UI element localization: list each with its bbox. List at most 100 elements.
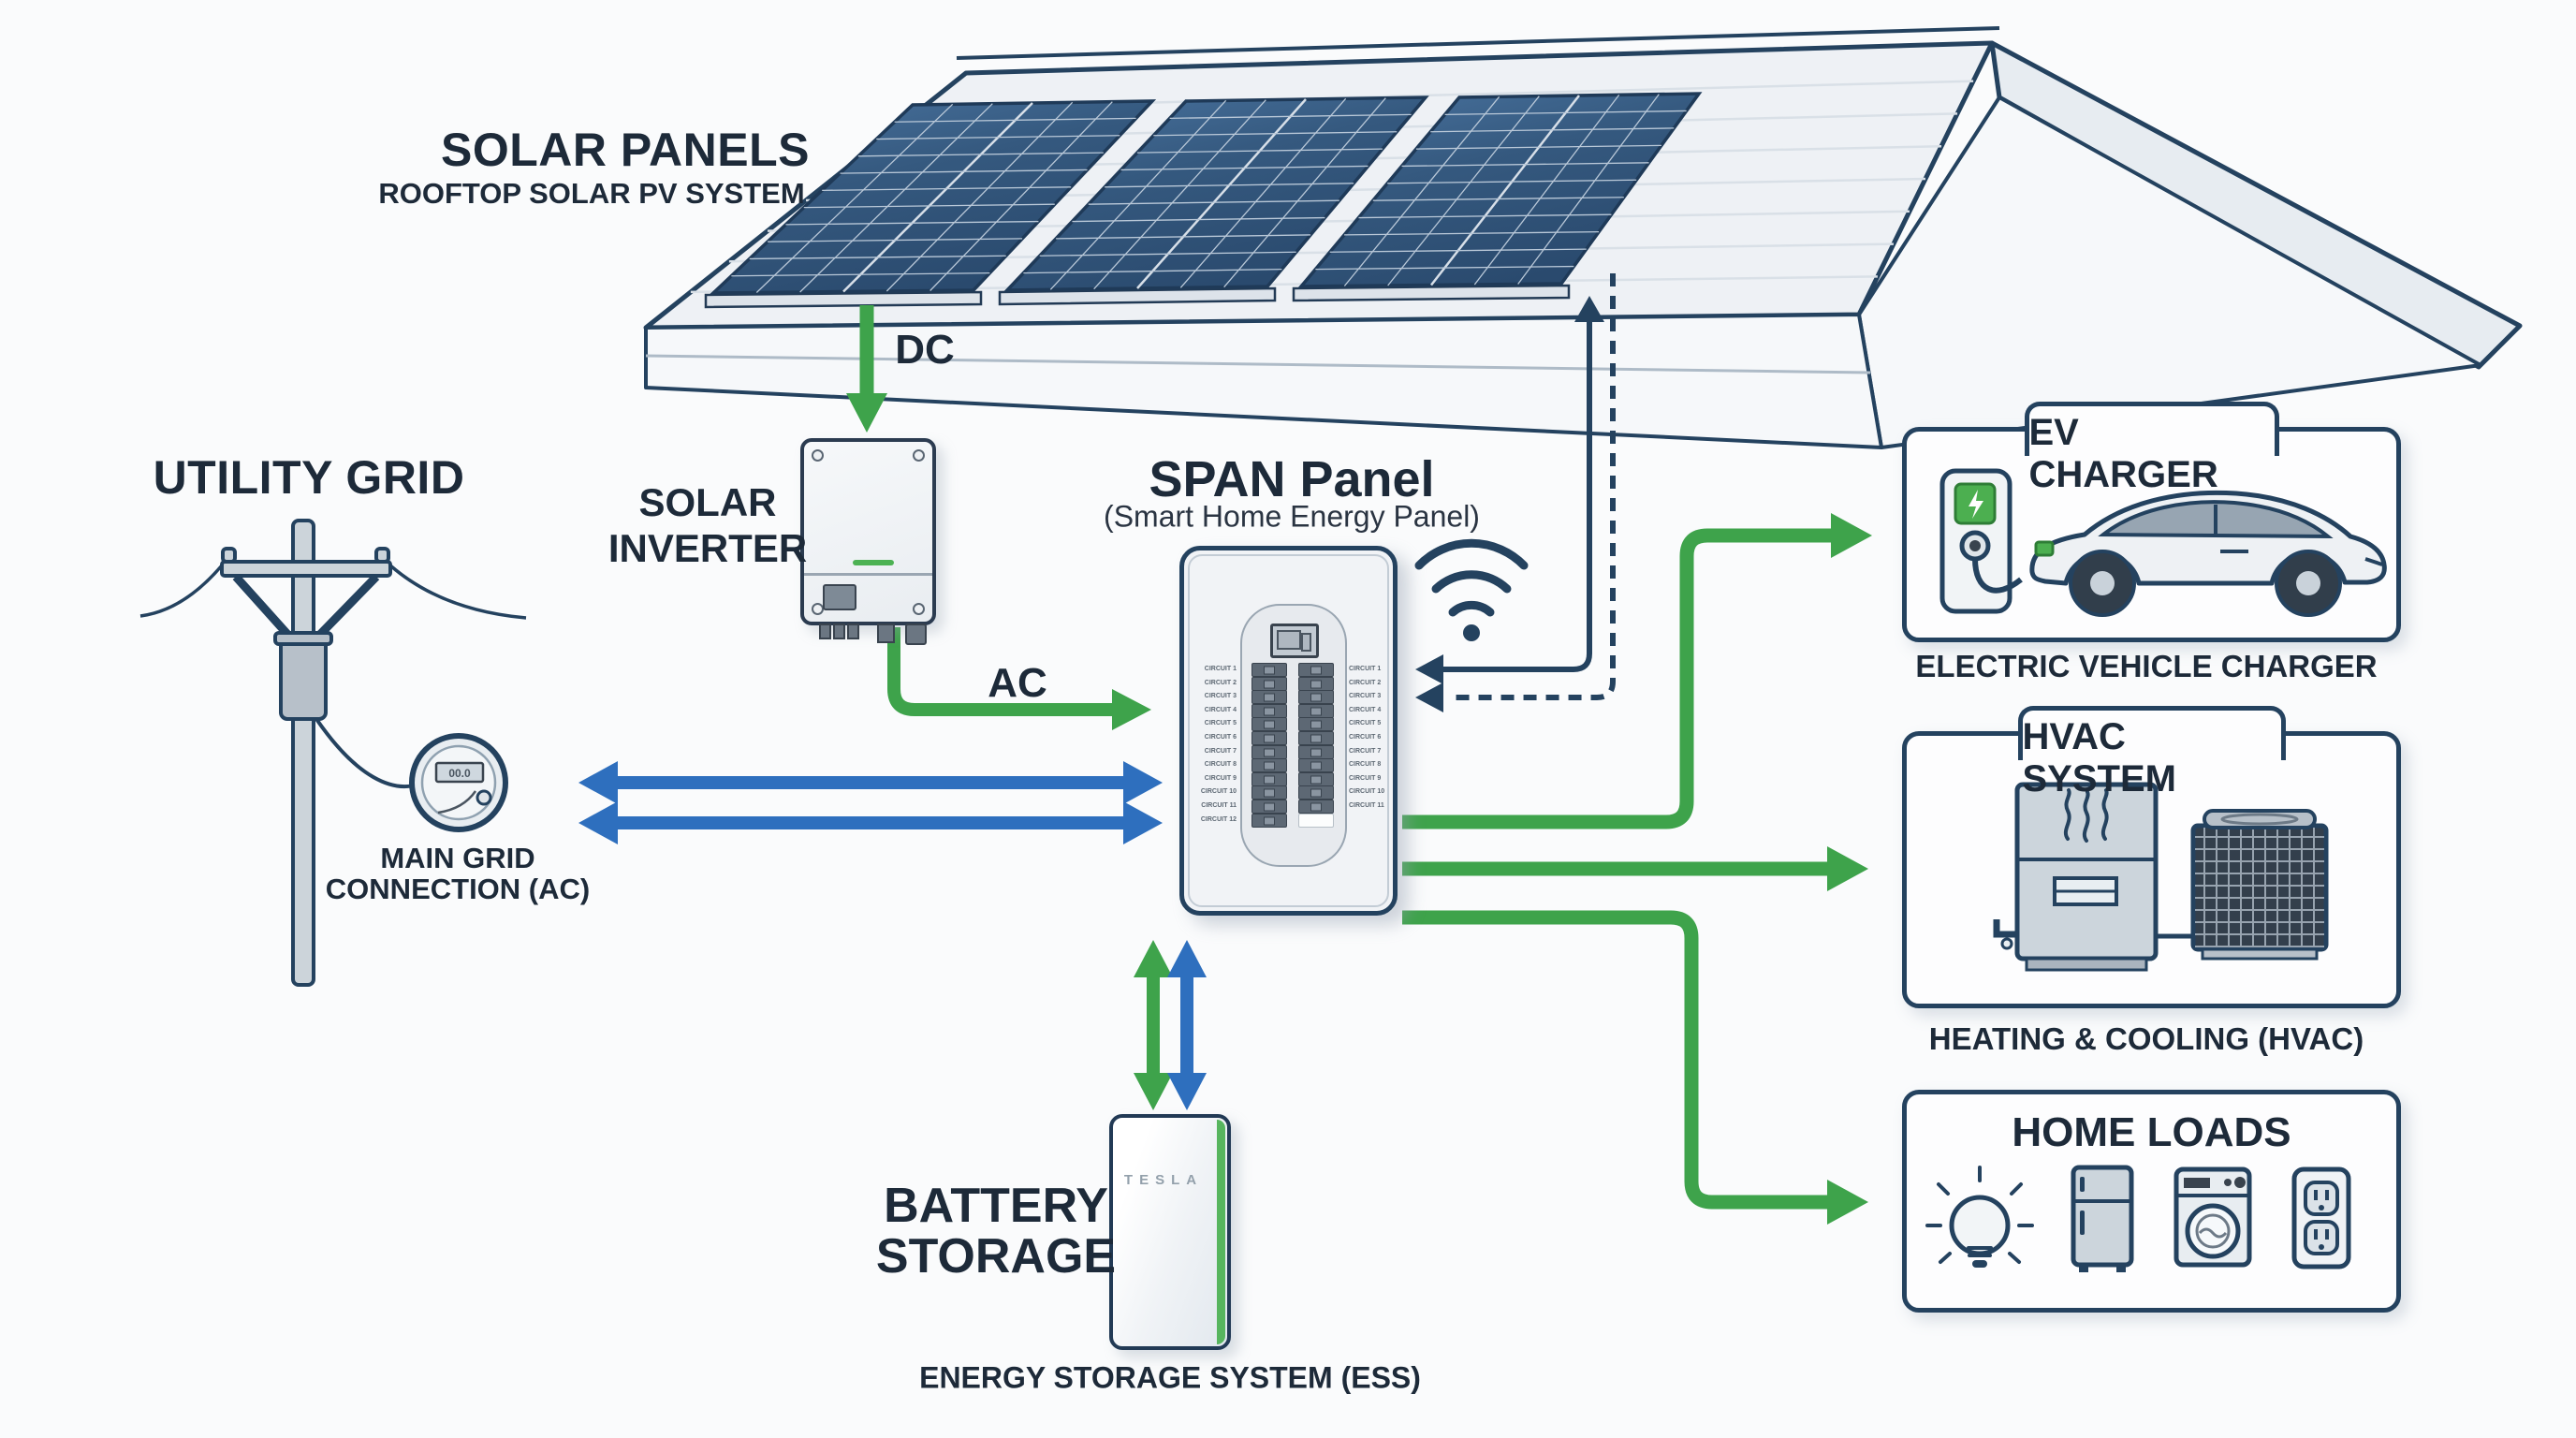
panel-to-home-arrow [1402, 910, 1868, 1225]
inverter-port [833, 624, 845, 639]
home-loads-box: HOME LOADS [1902, 1090, 2401, 1313]
breaker-toggle [1310, 802, 1322, 811]
inverter-display [823, 584, 856, 610]
breaker-toggle [1310, 748, 1322, 756]
roof-illustration [643, 26, 2523, 449]
home-loads-illustration [1925, 1165, 2351, 1272]
panel-to-hvac-arrow [1402, 846, 1868, 891]
solar-inverter-label-line1: SOLAR [638, 480, 777, 524]
screw-icon [812, 449, 824, 462]
main-grid-connection-line2: CONNECTION (AC) [325, 873, 591, 905]
circuit-label-right: CIRCUIT 11 [1349, 802, 1384, 809]
wifi-icon [1414, 538, 1529, 641]
circuit-label-left: CIRCUIT 7 [1204, 748, 1237, 755]
breaker-switch [1251, 717, 1287, 731]
ev-charger-box: EV CHARGER [1902, 402, 2401, 642]
ac-label: AC [988, 660, 1047, 706]
breaker-switch [1251, 663, 1287, 677]
breaker-switch [1298, 717, 1334, 731]
inverter-port [905, 624, 927, 645]
powerwall-green-edge [1217, 1120, 1225, 1344]
breaker-switch [1298, 663, 1334, 677]
solar-monitor-line [1415, 296, 1604, 684]
circuit-label-left: CIRCUIT 2 [1204, 680, 1237, 686]
solar-panels-title: SOLAR PANELS [441, 124, 810, 176]
breaker-toggle [1264, 707, 1275, 715]
circuit-label-left: CIRCUIT 5 [1204, 720, 1237, 726]
hvac-illustration [1993, 782, 2329, 972]
breaker-toggle [1264, 720, 1275, 728]
circuit-label-right: CIRCUIT 2 [1349, 680, 1382, 686]
breaker-toggle [1310, 666, 1322, 674]
breaker-toggle [1310, 680, 1322, 688]
circuit-label-right: CIRCUIT 7 [1349, 748, 1382, 755]
breaker-toggle [1264, 775, 1275, 784]
breaker-switch [1251, 814, 1287, 828]
solar-panel-icon [998, 95, 1429, 306]
circuit-label-right: CIRCUIT 9 [1349, 775, 1382, 782]
ev-car-icon [2029, 490, 2387, 617]
circuit-label-left: CIRCUIT 9 [1204, 775, 1237, 782]
dc-label: DC [895, 327, 955, 373]
breaker-switch [1298, 690, 1334, 704]
ev-station-icon [1939, 468, 2023, 614]
outlet-icon [2291, 1167, 2351, 1269]
display-glyph [1301, 633, 1311, 652]
circuit-label-left: CIRCUIT 3 [1204, 693, 1237, 699]
circuit-label-right: CIRCUIT 6 [1349, 734, 1382, 741]
solar-panel-icon [704, 99, 1157, 309]
ev-charger-subtitle: ELECTRIC VEHICLE CHARGER [1915, 649, 2378, 683]
breaker-toggle [1264, 734, 1275, 742]
ev-charger-illustration [1939, 468, 2387, 617]
span-panel-inner-border [1188, 554, 1389, 907]
solar-panel-icon [1292, 92, 1703, 302]
screw-icon [913, 449, 925, 462]
circuit-label-right: CIRCUIT 3 [1349, 693, 1382, 699]
hvac-subtitle: HEATING & COOLING (HVAC) [1928, 1021, 2364, 1056]
breaker-toggle [1264, 693, 1275, 701]
panel-to-ev-arrow [1402, 513, 1872, 829]
breaker-switch [1298, 677, 1334, 691]
breaker-switch [1298, 731, 1334, 745]
main-grid-connection-line1: MAIN GRID [380, 842, 535, 874]
ac-flow-arrow [887, 627, 1151, 730]
breaker-toggle [1310, 734, 1322, 742]
breaker-toggle [1310, 761, 1322, 770]
dc-flow-arrow [846, 305, 887, 433]
battery-storage-label-line2: STORAGE [875, 1229, 1117, 1284]
utility-grid-title: UTILITY GRID [153, 451, 465, 504]
solar-inverter-label-line2: INVERTER [607, 526, 808, 570]
breaker-empty-slot [1298, 814, 1334, 828]
circuit-label-left: CIRCUIT 1 [1204, 666, 1237, 672]
breaker-toggle [1310, 707, 1322, 715]
breaker-toggle [1264, 680, 1275, 688]
circuit-label-right: CIRCUIT 1 [1349, 666, 1382, 672]
battery-storage-label-line1: BATTERY [884, 1179, 1108, 1233]
circuit-label-left: CIRCUIT 12 [1200, 816, 1237, 823]
breaker-switch [1298, 800, 1334, 814]
breaker-switch [1251, 772, 1287, 786]
condenser-icon [2156, 809, 2329, 961]
refrigerator-icon [2071, 1165, 2134, 1272]
span-panel-subtitle: (Smart Home Energy Panel) [1104, 499, 1480, 534]
circuit-label-right: CIRCUIT 10 [1349, 788, 1385, 795]
ev-charger-tab: EV CHARGER [2024, 402, 2279, 495]
circuit-label-left: CIRCUIT 6 [1204, 734, 1237, 741]
breaker-switch [1251, 745, 1287, 759]
breaker-switch [1298, 772, 1334, 786]
breaker-switch [1251, 704, 1287, 718]
circuit-label-right: CIRCUIT 8 [1349, 761, 1382, 768]
breaker-switch [1251, 677, 1287, 691]
screw-icon [913, 603, 925, 615]
washing-machine-icon [2174, 1167, 2252, 1268]
circuit-label-left: CIRCUIT 10 [1200, 788, 1237, 795]
breaker-toggle [1264, 761, 1275, 770]
hvac-tab: HVAC SYSTEM [2017, 706, 2286, 800]
breaker-switch [1298, 785, 1334, 800]
ev-charger-title: EV CHARGER [2028, 412, 2218, 495]
battery-brand-wordmark: TESLA [1123, 1172, 1204, 1188]
inverter-port [847, 624, 859, 639]
ess-subtitle: ENERGY STORAGE SYSTEM (ESS) [919, 1360, 1421, 1395]
breaker-switch [1251, 690, 1287, 704]
hvac-title: HVAC SYSTEM [2022, 716, 2176, 800]
